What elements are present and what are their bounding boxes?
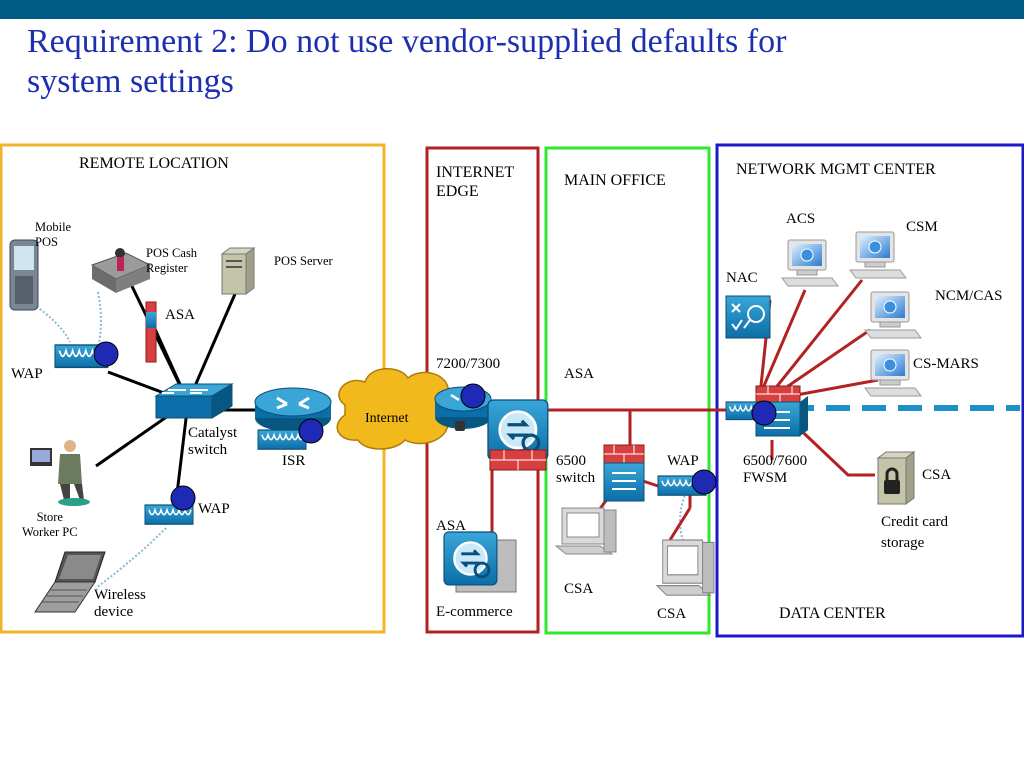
catalyst-switch-label-line1: Catalyst	[188, 425, 238, 441]
marker-dot-icon	[460, 383, 486, 409]
main-switch-label: 6500 switch	[556, 453, 595, 487]
remote-wap-label: WAP	[11, 366, 43, 382]
nac-label: NAC	[726, 270, 758, 286]
zone-remote-label: REMOTE LOCATION	[79, 155, 229, 172]
fwsm-label-line1: 6500/7600	[743, 453, 808, 469]
csm-monitor-icon	[849, 231, 907, 279]
zone-mgmt-border	[715, 143, 1024, 638]
zone-mgmt-label: NETWORK MGMT CENTER	[736, 161, 936, 178]
pos-server-label: POS Server	[274, 254, 333, 268]
main-csa-left-label: CSA	[564, 581, 594, 597]
mobile-phone-icon	[9, 239, 39, 311]
edge-asa-label: ASA	[436, 518, 467, 534]
isr-label: ISR	[282, 453, 306, 469]
title-line-2: system settings	[27, 63, 234, 100]
workstation-icon	[30, 440, 90, 506]
lock-server-icon	[876, 451, 916, 505]
main-switch-label-line2: switch	[556, 470, 596, 486]
datacenter-csa-label: CSA	[922, 467, 952, 483]
edge-router-label: 7200/7300	[436, 356, 501, 372]
wireless-device-label: Wireless device	[94, 587, 146, 621]
marker-dot-icon	[170, 485, 196, 511]
credit-card-storage-label-line1: Credit card	[881, 514, 949, 530]
ncm-monitor-icon	[864, 291, 922, 339]
mobile-pos-label: Mobile POS	[35, 220, 71, 250]
ncm-label: NCM/CAS	[935, 288, 1003, 304]
top-bar	[0, 0, 1024, 19]
ecommerce-label: E-commerce	[436, 604, 513, 620]
remote-asa-label: ASA	[165, 307, 196, 323]
main-switch-label-line1: 6500	[556, 453, 586, 469]
acs-label: ACS	[786, 211, 816, 227]
wireless-device-label-line1: Wireless	[94, 587, 146, 603]
catalyst-switch-label-line2: switch	[188, 442, 228, 458]
nac-appliance-icon	[725, 295, 771, 339]
main-csa-right-label: CSA	[657, 606, 687, 622]
red-links	[480, 279, 879, 541]
cash-register-icon	[90, 248, 152, 293]
store-pc-label: Store Worker PC	[22, 510, 78, 540]
internet-label: Internet	[365, 411, 409, 426]
title-line-1: Requirement 2: Do not use vendor-supplie…	[27, 23, 787, 60]
zone-edge-label-line2: EDGE	[436, 183, 479, 200]
firewall-icon	[145, 301, 157, 363]
zone-edge-label: INTERNET EDGE	[436, 163, 514, 201]
ecommerce-appliance-icon	[442, 530, 517, 593]
csa-right-workstation-icon	[656, 539, 715, 596]
mobile-pos-label-line2: POS	[35, 235, 58, 249]
store-pc-label-line2: Worker PC	[22, 525, 78, 539]
main-asa-label: ASA	[564, 366, 595, 382]
page-title: Requirement 2: Do not use vendor-supplie…	[27, 22, 987, 102]
marker-dot-icon	[93, 341, 119, 367]
fwsm-label-line2: FWSM	[743, 470, 788, 486]
csm-label: CSM	[906, 219, 938, 235]
mobile-pos-label-line1: Mobile	[35, 220, 72, 234]
zone-main-label: MAIN OFFICE	[564, 172, 666, 189]
marker-dot-icon	[298, 418, 324, 444]
catalyst-switch-label: Catalyst switch	[188, 425, 237, 459]
acs-monitor-icon	[781, 239, 839, 287]
fwsm-label: 6500/7600 FWSM	[743, 453, 807, 487]
zone-edge-label-line1: INTERNET	[436, 164, 515, 181]
laptop-icon	[34, 551, 106, 613]
csmars-label: CS-MARS	[913, 356, 979, 372]
server-icon	[220, 247, 256, 295]
credit-card-storage-label: Credit card storage	[881, 512, 948, 554]
marker-dot-icon	[691, 469, 717, 495]
csa-left-workstation-icon	[555, 507, 617, 555]
pos-cash-label-line1: POS Cash	[146, 246, 198, 260]
wireless-device-label-line2: device	[94, 604, 134, 620]
main-wap-label: WAP	[667, 453, 699, 469]
switch-6500-icon	[603, 444, 645, 502]
remote-wap-lower-label: WAP	[198, 501, 230, 517]
zone-main-border	[544, 146, 711, 635]
credit-card-storage-label-line2: storage	[881, 535, 925, 551]
zone-datacenter-label: DATA CENTER	[779, 605, 886, 622]
switch-icon	[154, 383, 234, 419]
pos-cash-label: POS Cash Register	[146, 246, 197, 276]
security-appliance-icon	[486, 398, 550, 471]
marker-dot-icon	[751, 400, 777, 426]
pos-cash-label-line2: Register	[146, 261, 188, 275]
store-pc-label-line1: Store	[36, 510, 63, 524]
